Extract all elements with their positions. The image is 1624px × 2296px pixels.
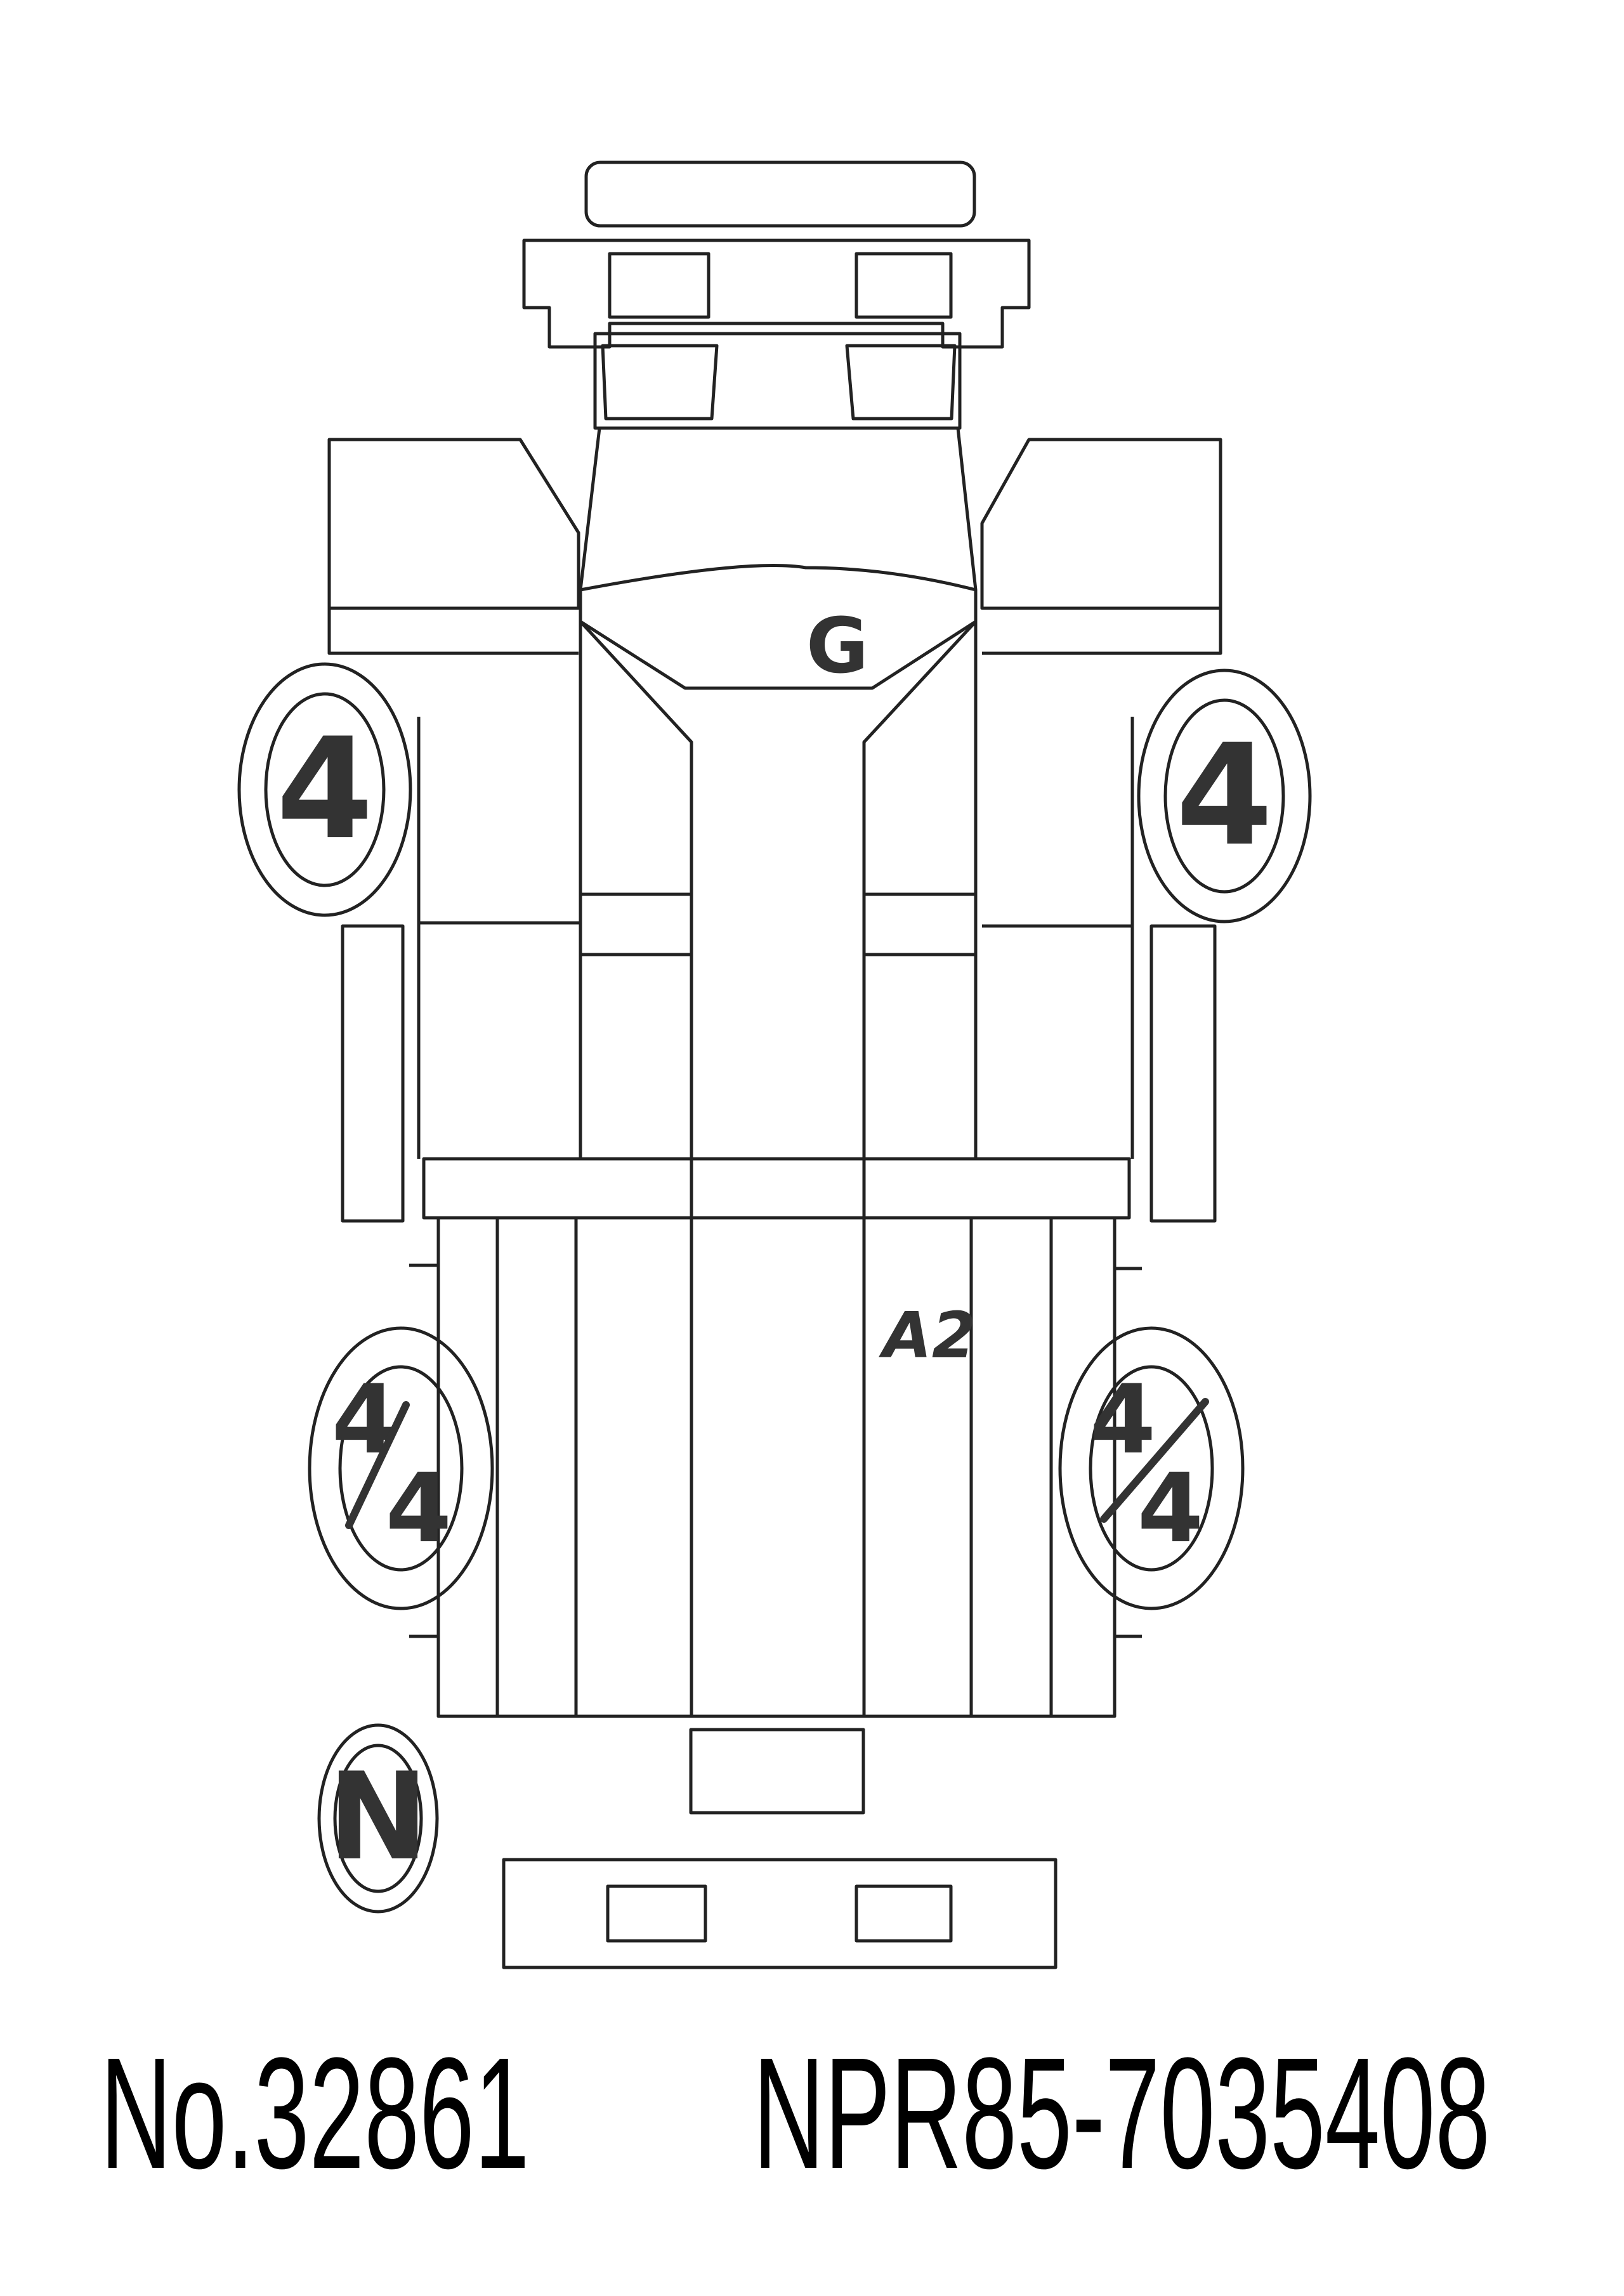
right-headlight (845, 344, 957, 421)
spare-tire[interactable]: N (317, 1723, 439, 1914)
front-right-tire-mark: 4 (1175, 714, 1273, 877)
sheet-number: No.32861 (100, 2025, 530, 2202)
chassis-number: NPR85-7035408 (753, 2025, 1490, 2202)
grille (522, 238, 1031, 349)
headlight-panel (593, 332, 962, 430)
windshield-hood (579, 590, 978, 690)
cab-pillars (579, 620, 978, 1716)
bed-mark: A2 (879, 1298, 976, 1373)
rear-right-tire[interactable]: 4 4 (1058, 1326, 1245, 1610)
cab-roof (579, 427, 978, 592)
front-left-tire[interactable]: 4 (237, 662, 412, 917)
front-right-tire[interactable]: 4 (1137, 669, 1312, 923)
rear-fenders (409, 1263, 1142, 1638)
right-step (1149, 924, 1217, 1223)
left-side-panel (329, 651, 691, 1159)
spare-tire-mark: N (327, 1747, 428, 1887)
cab-crossbar (422, 1157, 1131, 1220)
front-left-fog-light (608, 252, 710, 319)
rear-light-box (689, 1728, 865, 1815)
rear-left-tire[interactable]: 4 4 (308, 1326, 494, 1610)
right-side-panel (864, 651, 1221, 1159)
front-right-fog-light (855, 252, 953, 319)
rear-right-tire-mark-outer: 4 (1090, 1365, 1156, 1475)
rear-left-light (606, 1884, 707, 1943)
bed-rails (495, 1218, 1053, 1716)
rear-bumper (502, 1858, 1058, 1969)
rear-left-tire-mark-outer: 4 (332, 1365, 398, 1475)
left-step (341, 924, 405, 1223)
right-mirror-door (980, 438, 1222, 655)
front-bumper (584, 160, 976, 228)
rear-left-tire-mark-inner: 4 (386, 1454, 452, 1564)
rear-right-tire-mark-inner: 4 (1137, 1454, 1203, 1564)
hood-mark: G (806, 603, 869, 691)
left-mirror-door (327, 438, 580, 655)
rear-right-light (855, 1884, 953, 1943)
left-headlight (601, 344, 719, 421)
front-left-tire-mark: 4 (276, 708, 373, 870)
cargo-bed (436, 1216, 1116, 1718)
